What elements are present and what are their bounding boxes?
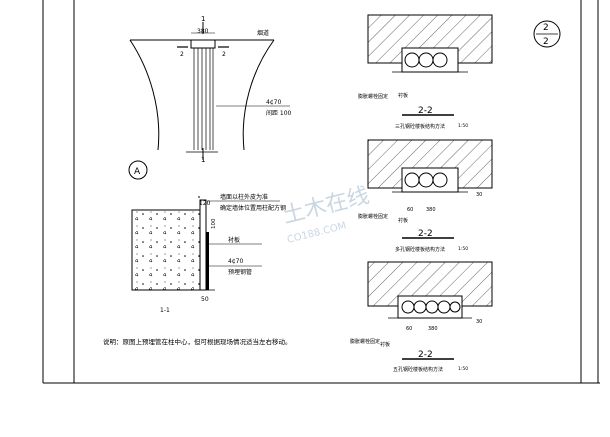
section-2-dim-380: 380 xyxy=(426,207,436,213)
chimney-label: 烟道 xyxy=(257,29,269,37)
dim-100: 100 xyxy=(211,218,217,229)
section-1-left-label: 膨胀螺栓固定 xyxy=(358,93,388,100)
section-3-dim-380: 380 xyxy=(428,326,438,332)
section-detail-3: 60 380 30 膨胀螺栓固定 衬板 2-2 五孔钢砼楼板结构方法 1:50 xyxy=(350,261,493,373)
note-position: 确定墙体位置用柱配方钢 xyxy=(220,204,286,212)
section-2-dim-60: 60 xyxy=(407,207,413,213)
circle-label: A xyxy=(134,167,141,177)
section-detail-2: 60 380 30 膨胀螺栓固定 衬板 2-2 多孔钢砼楼板结构方法 1:50 xyxy=(358,139,493,253)
section-label: 1-1 xyxy=(160,307,170,314)
pipe-label: 预埋钢管 xyxy=(228,268,252,276)
section-1-right-label: 衬板 xyxy=(398,92,408,99)
rebar-label: 4¢70 xyxy=(228,258,243,265)
section-3-right-label: 衬板 xyxy=(380,341,390,348)
width-dim-text: 380 xyxy=(197,28,209,35)
section-2-caption: 多孔钢砼楼板结构方法 xyxy=(395,246,445,253)
section-3-left-label: 膨胀螺栓固定 xyxy=(350,338,380,345)
section-3-dim-60: 60 xyxy=(406,326,412,332)
watermark-brand: 土木在线 xyxy=(280,183,371,229)
sheet-mark-top: 2 xyxy=(543,23,549,33)
section-mark-top: 1 xyxy=(201,15,205,23)
dim-120: 120 xyxy=(199,200,211,207)
section-3-caption: 五孔钢砼楼板结构方法 xyxy=(393,366,443,373)
bottom-left-detail: 120 100 50 墙面以柱外皮为准 确定墙体位置用柱配方钢 衬板 4¢70 … xyxy=(131,193,286,314)
dim-50: 50 xyxy=(201,296,209,303)
cut-mark-left: 2 xyxy=(180,51,184,58)
section-2-dim-30: 30 xyxy=(476,192,482,198)
section-mark-bottom: 1 xyxy=(201,156,205,164)
note-wall-surface: 墙面以柱外皮为准 xyxy=(220,193,268,201)
detail-circle-marker xyxy=(128,160,148,180)
section-2-left-label: 膨胀螺栓固定 xyxy=(358,213,388,220)
cut-mark-right: 2 xyxy=(222,51,226,58)
section-2-title: 2-2 xyxy=(418,229,433,239)
board-label: 衬板 xyxy=(228,236,240,244)
sheet-mark-bottom: 2 xyxy=(543,37,549,47)
section-2-scale: 1:50 xyxy=(458,246,468,252)
frame xyxy=(42,0,600,384)
rebar-count-text: 4¢70 xyxy=(266,99,281,106)
section-1-title: 2-2 xyxy=(418,106,433,116)
general-note: 说明：原图上预埋管在柱中心，但可根据现场情况适当左右移动。 xyxy=(103,337,292,346)
section-detail-1: 膨胀螺栓固定 衬板 2-2 三孔钢砼楼板结构方法 1:50 xyxy=(358,14,493,130)
section-2-right-label: 衬板 xyxy=(398,217,408,224)
section-1-caption: 三孔钢砼楼板结构方法 xyxy=(395,123,445,130)
section-3-title: 2-2 xyxy=(418,350,433,360)
top-detail: 380 1 1 2 2 烟道 4¢70 间距 100 A xyxy=(128,15,292,180)
section-3-dim-30: 30 xyxy=(476,319,482,325)
section-3-scale: 1:50 xyxy=(458,366,468,372)
sheet-mark: 2 2 xyxy=(533,20,561,48)
section-1-scale: 1:50 xyxy=(458,123,468,129)
spacing-text: 间距 100 xyxy=(266,109,292,117)
